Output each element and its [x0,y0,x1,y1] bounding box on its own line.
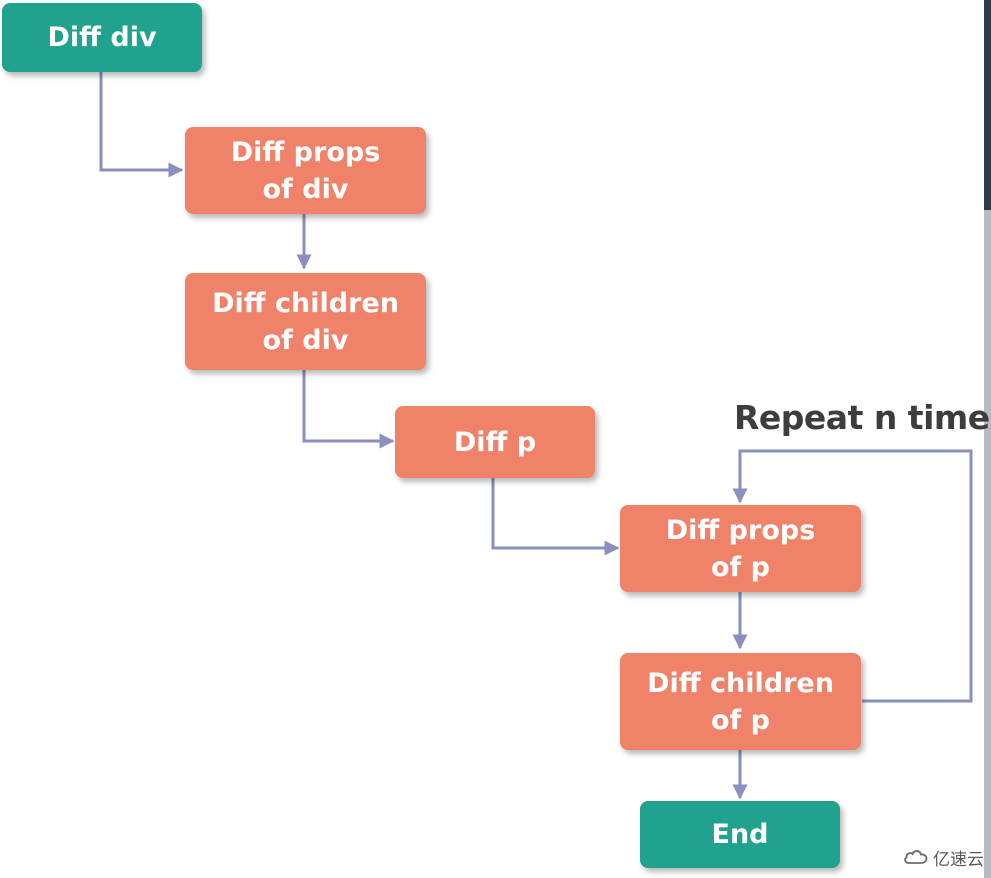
node-end-label: End [711,819,769,850]
window-edge-dark [984,0,991,210]
node-diff-children-div: Diff children of div [185,273,426,370]
watermark: 亿速云 [903,842,984,872]
node-diff-props-div-label: Diff props of div [230,136,381,205]
connector-repeat-loop [732,449,973,703]
node-diff-props-div: Diff props of div [185,127,426,214]
node-end: End [640,801,840,868]
node-diff-props-p: Diff props of p [620,505,861,592]
node-diff-p: Diff p [395,406,595,478]
watermark-text: 亿速云 [933,849,984,870]
connector-diff-p-to-props-p [491,478,620,556]
window-edge [984,0,991,878]
loop-label: Repeat n times [734,398,991,437]
connector-children-div-to-diff-p [302,370,395,449]
node-diff-div-label: Diff div [47,22,157,53]
node-diff-children-div-label: Diff children of div [212,287,399,356]
node-diff-props-p-label: Diff props of p [665,514,816,583]
node-diff-div: Diff div [2,3,202,72]
connector-diff-div-to-props-div [99,72,184,178]
node-diff-children-p-label: Diff children of p [647,667,834,736]
node-diff-children-p: Diff children of p [620,653,861,750]
cloud-icon [904,850,928,864]
node-diff-p-label: Diff p [453,426,537,458]
